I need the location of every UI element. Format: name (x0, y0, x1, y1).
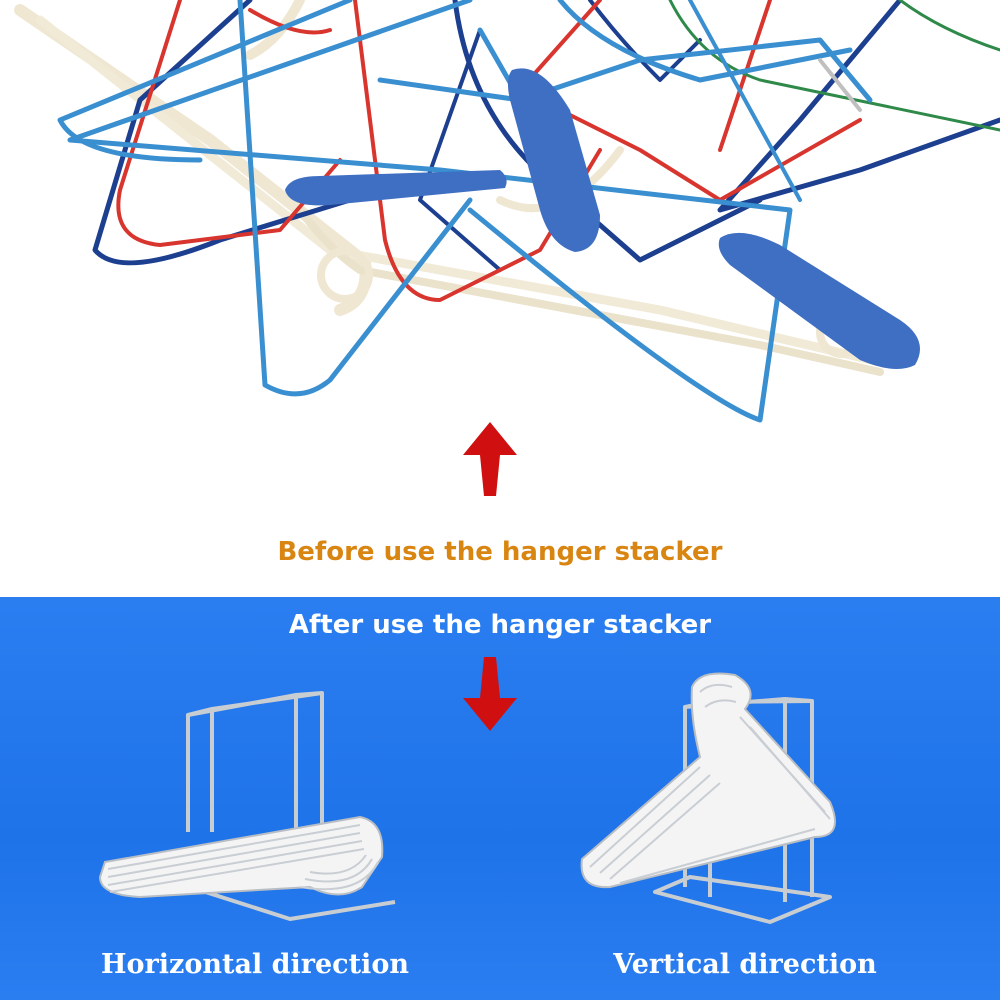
horizontal-stacker (98, 691, 396, 921)
vertical-stacker (580, 672, 836, 924)
stacked-hangers-photo (98, 657, 836, 924)
after-section: After use the hanger stacker Horizontal … (0, 597, 1000, 1000)
arrow-down-icon (463, 657, 517, 731)
horizontal-direction-caption: Horizontal direction (101, 949, 409, 980)
before-section: Before use the hanger stacker (14, 0, 1000, 567)
after-caption: After use the hanger stacker (288, 610, 712, 640)
tangled-hangers-photo (14, 0, 1000, 496)
vertical-direction-caption: Vertical direction (613, 949, 877, 980)
arrow-up-icon (463, 422, 517, 496)
before-caption: Before use the hanger stacker (277, 537, 723, 567)
